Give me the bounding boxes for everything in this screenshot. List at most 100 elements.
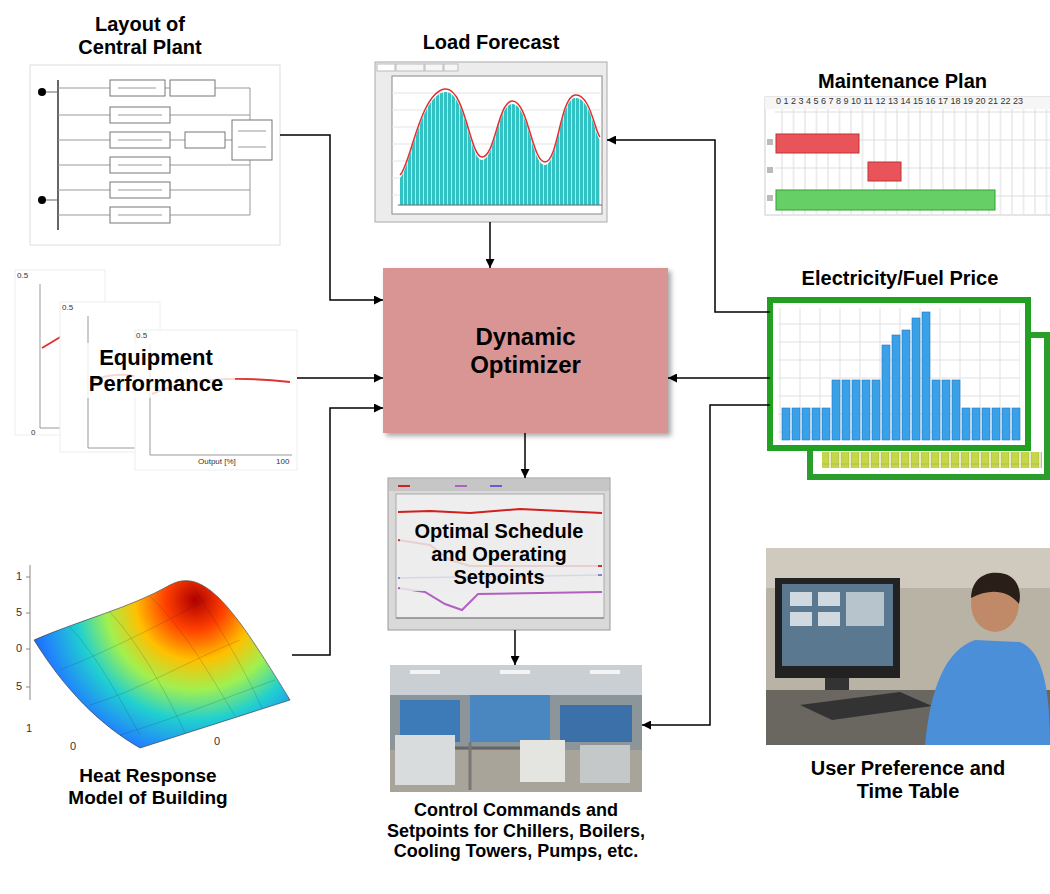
price-charts-part-part bbox=[882, 345, 890, 440]
schedule-chart-part bbox=[455, 485, 467, 487]
axis-label: 0.5 bbox=[17, 272, 28, 281]
heat-response-surface-part-part bbox=[60, 600, 205, 670]
panel-caption: Maintenance Plan bbox=[793, 70, 1013, 93]
plant-layout-sketch-part bbox=[170, 80, 215, 96]
price-charts bbox=[770, 300, 1047, 477]
tick-label: 0 bbox=[31, 429, 35, 438]
operator-photo-part bbox=[818, 612, 840, 626]
panel-heading: User Preference and Time Table bbox=[798, 757, 1018, 803]
maintenance-gantt-part bbox=[776, 134, 859, 153]
tick-label: 0.5 bbox=[62, 304, 73, 313]
plant-room-photo bbox=[390, 665, 642, 792]
plant-layout-sketch-part bbox=[118, 164, 162, 166]
schedule-chart-part bbox=[396, 618, 604, 619]
plant-layout-sketch-part bbox=[118, 189, 162, 191]
price-charts-part-part bbox=[842, 380, 850, 440]
plant-room-photo-part bbox=[560, 705, 632, 742]
tick-label: 100 bbox=[276, 458, 289, 467]
price-charts-part-part bbox=[912, 318, 920, 440]
load-forecast-chart-part bbox=[392, 76, 602, 214]
price-charts-part-part bbox=[802, 408, 810, 440]
maintenance-gantt-part bbox=[765, 97, 1050, 109]
load-forecast-chart-part bbox=[444, 64, 458, 71]
panel-caption: Electricity/Fuel Price bbox=[760, 267, 1040, 290]
flow-arrow bbox=[524, 433, 526, 478]
plant-layout-sketch-part bbox=[232, 120, 272, 160]
chart-title: Equipment Performance bbox=[15, 268, 297, 473]
price-charts-part-part bbox=[822, 408, 830, 440]
axis-label: 0.5 bbox=[62, 304, 73, 313]
plant-room-photo-part bbox=[520, 740, 565, 782]
schedule-chart-part bbox=[388, 478, 610, 630]
maintenance-gantt-part bbox=[767, 167, 773, 173]
load-forecast-chart bbox=[375, 62, 607, 222]
price-charts-part bbox=[778, 308, 1020, 440]
maintenance-gantt-part bbox=[767, 139, 773, 145]
tick-label: 0 1 2 3 4 5 6 7 8 9 10 11 12 13 14 15 16… bbox=[776, 97, 1023, 107]
load-forecast-chart-part bbox=[400, 89, 600, 175]
price-charts-part-part bbox=[902, 330, 910, 440]
axis-label: 1 bbox=[16, 570, 22, 582]
plant-layout-sketch-part bbox=[46, 200, 58, 201]
image-panel: Control Commands and Setpoints for Chill… bbox=[390, 665, 642, 792]
node-label: Equipment Performance bbox=[77, 343, 235, 398]
schedule-chart bbox=[388, 478, 610, 630]
tick-label: 1 bbox=[16, 570, 22, 582]
axis-label: Output [%] bbox=[198, 458, 236, 467]
plant-layout-sketch-part bbox=[238, 130, 266, 132]
plant-layout-sketch-part bbox=[118, 139, 162, 141]
image-panel: Electricity/Fuel Price bbox=[770, 298, 1050, 483]
operator-photo-part bbox=[818, 592, 840, 606]
schedule-chart-part bbox=[396, 494, 604, 618]
plant-room-photo-part bbox=[390, 665, 642, 695]
price-charts-part bbox=[822, 452, 1042, 468]
axis-label: 0 bbox=[70, 740, 76, 752]
price-charts-part bbox=[770, 300, 1028, 448]
heat-response-surface-part bbox=[26, 687, 30, 688]
tick-label: 0 bbox=[70, 740, 76, 752]
plant-layout-sketch bbox=[30, 65, 280, 245]
flow-arrow bbox=[297, 377, 383, 379]
plant-layout-sketch-part bbox=[57, 80, 59, 230]
panel-heading: Electricity/Fuel Price bbox=[760, 267, 1040, 290]
performance-curves-part bbox=[150, 455, 292, 456]
operator-photo-part bbox=[800, 692, 932, 720]
plant-layout-sketch-part bbox=[110, 157, 170, 173]
tick-label: 0.5 bbox=[136, 332, 147, 341]
price-charts-part-part bbox=[922, 312, 930, 440]
plant-layout-sketch-part bbox=[38, 196, 46, 204]
maintenance-gantt-part bbox=[868, 162, 901, 181]
axis-label: 0 1 2 3 4 5 6 7 8 9 10 11 12 13 14 15 16… bbox=[776, 97, 1023, 107]
flow-arrow bbox=[489, 222, 491, 268]
panel-heading: Layout of Central Plant bbox=[70, 13, 210, 59]
image-panel: Load Forecast bbox=[375, 62, 607, 222]
schedule-chart-part bbox=[490, 485, 502, 487]
plant-layout-sketch-part bbox=[110, 132, 170, 148]
price-charts-part-part bbox=[1012, 408, 1020, 440]
panel-caption: Heat Response Model of Building bbox=[58, 765, 238, 809]
axis-label: 1 bbox=[26, 722, 32, 734]
price-charts-part-part bbox=[952, 380, 960, 440]
load-forecast-chart-part bbox=[392, 93, 602, 94]
plant-room-photo-part bbox=[580, 745, 630, 783]
plant-layout-sketch-part bbox=[110, 80, 165, 96]
operator-photo-part bbox=[825, 678, 849, 690]
axis-label: 100 bbox=[276, 458, 289, 467]
panel-heading: Heat Response Model of Building bbox=[58, 765, 238, 809]
plant-layout-sketch-part bbox=[46, 92, 58, 93]
panel-heading: Maintenance Plan bbox=[793, 70, 1013, 93]
operator-photo-part bbox=[790, 592, 812, 606]
maintenance-gantt-part bbox=[776, 190, 995, 210]
plant-layout-sketch-part bbox=[58, 165, 250, 166]
price-charts-part-part bbox=[872, 380, 880, 440]
panel-caption: Control Commands and Setpoints for Chill… bbox=[380, 800, 652, 862]
tick-label: 5 bbox=[16, 606, 22, 618]
axis-label: 5 bbox=[16, 606, 22, 618]
plant-layout-sketch-part bbox=[118, 87, 156, 89]
price-charts-part-part bbox=[982, 408, 990, 440]
flow-arrow bbox=[668, 377, 770, 379]
plant-room-photo-part bbox=[470, 695, 550, 742]
heat-response-surface-part-part bbox=[70, 627, 140, 735]
tick-label: 0 bbox=[16, 642, 22, 654]
